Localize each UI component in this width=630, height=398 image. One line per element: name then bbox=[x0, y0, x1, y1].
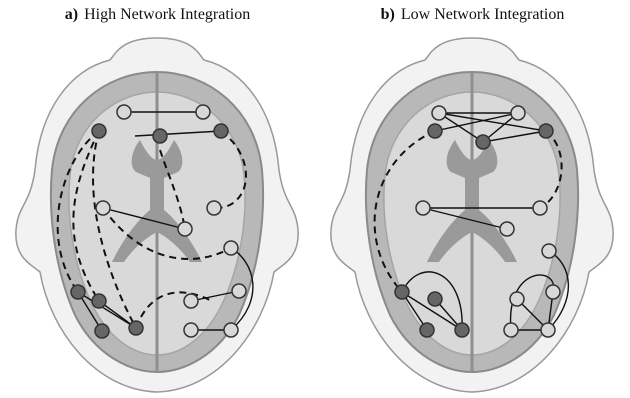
panel-letter: b) bbox=[381, 6, 395, 23]
panel-caption-a: a) High Network Integration bbox=[0, 6, 315, 24]
brain-diagram-high bbox=[0, 0, 315, 398]
panel-high-integration: a) High Network Integration bbox=[0, 0, 315, 398]
panel-caption-b: b) Low Network Integration bbox=[315, 6, 630, 24]
panel-letter: a) bbox=[65, 6, 78, 23]
brain-diagram-low bbox=[315, 0, 630, 398]
panel-title: High Network Integration bbox=[84, 6, 250, 23]
panel-low-integration: b) Low Network Integration bbox=[315, 0, 630, 398]
panel-title: Low Network Integration bbox=[401, 6, 565, 23]
